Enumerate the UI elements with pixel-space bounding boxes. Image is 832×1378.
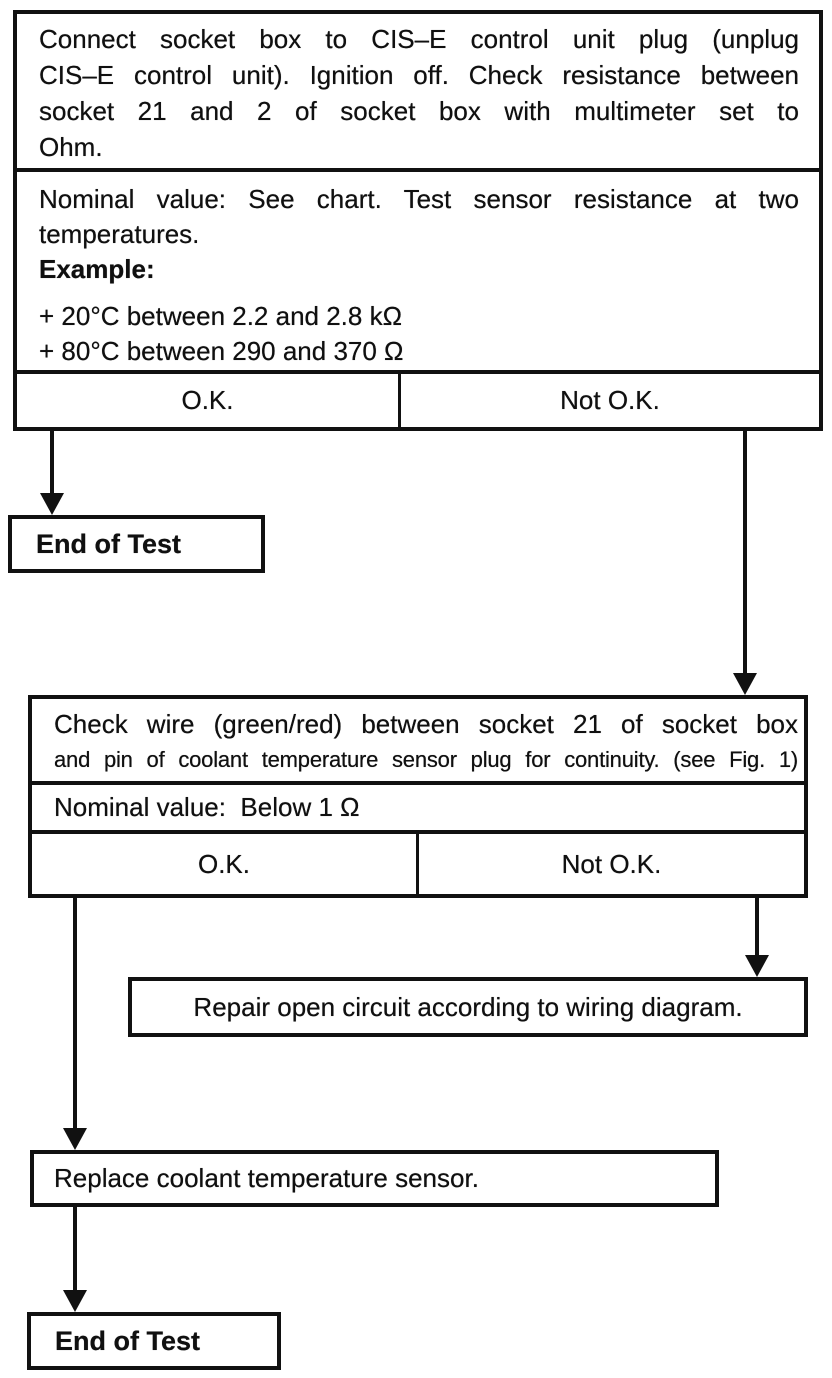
- step1-nominal-section: Nominal value: See chart. Test sensor re…: [17, 172, 819, 374]
- arrow-down-icon: [40, 493, 64, 515]
- step1-instruction-section: Connect socket box to CIS–E control unit…: [17, 14, 819, 172]
- step2-result-row: O.K. Not O.K.: [32, 834, 804, 894]
- end-of-test-label: End of Test: [36, 528, 181, 559]
- connector-replace-to-end-line: [73, 1207, 77, 1290]
- connector-step1-not-ok-line: [743, 431, 747, 673]
- instruction-line: Ohm.: [39, 132, 103, 162]
- connector-step2-not-ok-line: [755, 898, 759, 955]
- example-value-line: + 20°C between 2.2 and 2.8 kΩ: [39, 301, 403, 331]
- connector-step1-ok-line: [50, 431, 54, 493]
- end-of-test-box-first: End of Test: [8, 515, 265, 573]
- step1-not-ok-cell: Not O.K.: [560, 385, 660, 415]
- arrow-down-icon: [63, 1290, 87, 1312]
- step2-not-ok-cell: Not O.K.: [561, 848, 662, 879]
- nominal-value-line: Nominal value: See chart. Test sensor re…: [39, 184, 799, 214]
- end-of-test-box-second: End of Test: [27, 1312, 281, 1370]
- arrow-down-icon: [63, 1128, 87, 1150]
- arrow-down-icon: [745, 955, 769, 977]
- replace-action-box: Replace coolant temperature sensor.: [30, 1150, 719, 1207]
- instruction-line: and pin of coolant temperature sensor pl…: [54, 747, 798, 772]
- step2-nominal-section: Nominal value: Below 1 Ω: [32, 785, 804, 834]
- example-value-line: + 80°C between 290 and 370 Ω: [39, 336, 404, 366]
- step1-result-row: O.K. Not O.K.: [17, 374, 819, 427]
- step2-ok-cell: O.K.: [32, 834, 419, 894]
- nominal-value-line: temperatures.: [39, 219, 200, 249]
- example-label: Example:: [39, 254, 155, 284]
- connector-step2-ok-line: [73, 898, 77, 1128]
- instruction-line: Connect socket box to CIS–E control unit…: [39, 24, 799, 54]
- instruction-line: CIS–E control unit). Ignition off. Check…: [39, 60, 799, 90]
- step1-ok-cell: O.K.: [17, 374, 401, 427]
- step2-instruction-section: Check wire (green/red) between socket 21…: [32, 699, 804, 785]
- repair-action-box: Repair open circuit according to wiring …: [128, 977, 808, 1037]
- replace-action-label: Replace coolant temperature sensor.: [54, 1163, 479, 1193]
- instruction-line: Check wire (green/red) between socket 21…: [54, 709, 798, 739]
- end-of-test-label: End of Test: [55, 1325, 200, 1356]
- arrow-down-icon: [733, 673, 757, 695]
- example-values: + 20°C between 2.2 and 2.8 kΩ + 80°C bet…: [39, 299, 799, 369]
- step1-procedure-box: Connect socket box to CIS–E control unit…: [13, 10, 823, 431]
- repair-action-label: Repair open circuit according to wiring …: [193, 991, 743, 1022]
- instruction-line: socket 21 and 2 of socket box with multi…: [39, 96, 799, 126]
- step2-procedure-box: Check wire (green/red) between socket 21…: [28, 695, 808, 898]
